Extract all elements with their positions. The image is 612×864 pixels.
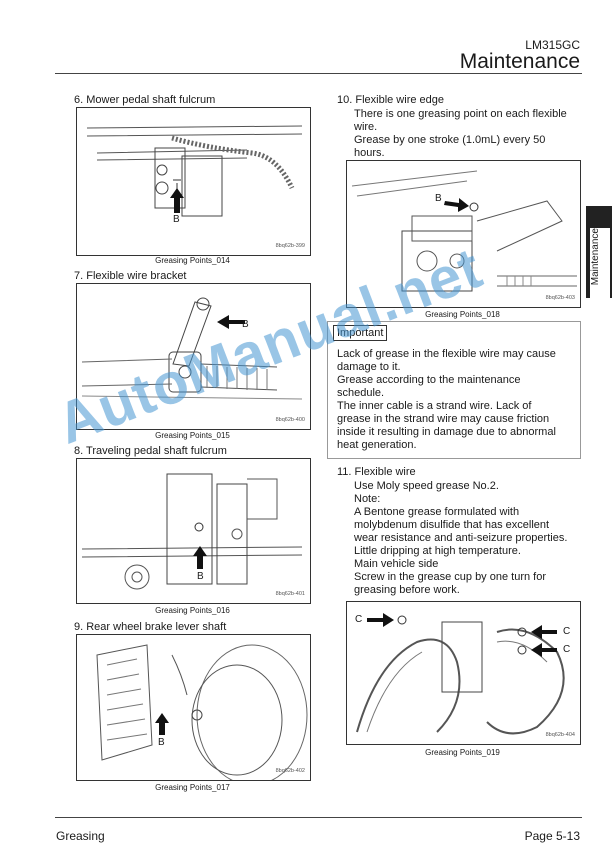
item-11-code: 8bq62b-404 [545, 732, 575, 738]
flexible-wire-edge-illustration [351, 170, 577, 292]
item-8-figure: B 8bq62b-401 [76, 458, 311, 604]
item-11-caption: Greasing Points_019 [425, 748, 500, 757]
important-line: Lack of grease in the flexible wire may … [337, 348, 556, 360]
item-10-line: Grease by one stroke (1.0mL) every 50 [354, 134, 546, 146]
item-11-line: Note: [354, 493, 381, 505]
item-7-marker: B [242, 319, 249, 330]
item-9-code: 8bq62b-402 [275, 768, 305, 774]
item-8-caption: Greasing Points_016 [155, 606, 230, 615]
item-6-marker: B [173, 214, 180, 225]
flexible-wire-illustration [356, 613, 565, 735]
footer-rule [55, 817, 582, 818]
item-10-line: hours. [354, 147, 385, 159]
item-10-title: 10. Flexible wire edge [337, 94, 445, 106]
item-9-caption: Greasing Points_017 [155, 783, 230, 792]
traveling-pedal-illustration [81, 473, 303, 590]
important-line: damage to it. [337, 361, 401, 373]
item-10-text: There is one greasing point on each flex… [354, 108, 567, 160]
item-7-title: 7. Flexible wire bracket [74, 270, 187, 282]
item-11-line: wear resistance and anti-seizure propert… [354, 532, 568, 544]
important-line: inside it resulting in damage due to abn… [337, 426, 556, 438]
important-line: The inner cable is a strand wire. Lack o… [337, 400, 532, 412]
item-8-code: 8bq62b-401 [275, 591, 305, 597]
side-tab-label: Maintenance [590, 228, 601, 286]
important-line: heat generation. [337, 439, 417, 451]
item-10-line: There is one greasing point on each flex… [354, 108, 567, 120]
item-8-marker: B [197, 571, 204, 582]
item-6-title: 6. Mower pedal shaft fulcrum [74, 94, 216, 106]
important-label: Important [333, 325, 388, 341]
important-line: grease in the strand wire may cause fric… [337, 413, 550, 425]
footer-section: Greasing [56, 829, 105, 843]
model-number: LM315GC [525, 38, 580, 52]
item-11-text: Use Moly speed grease No.2. Note: A Bent… [354, 480, 567, 597]
item-10-figure: B 8bq62b-403 [346, 160, 581, 308]
item-11-title: 11. Flexible wire [337, 466, 416, 478]
item-10-marker: B [435, 193, 442, 204]
item-9-title: 9. Rear wheel brake lever shaft [74, 621, 227, 633]
item-11-line: greasing before work. [354, 584, 460, 596]
item-11-line: Screw in the grease cup by one turn for [354, 571, 546, 583]
rear-brake-illustration [96, 644, 308, 780]
item-9-figure: B 8bq62b-402 [76, 634, 311, 781]
item-11-line: Use Moly speed grease No.2. [354, 480, 499, 492]
item-11-marker-3: C [563, 644, 571, 655]
item-9-marker: B [158, 737, 165, 748]
item-7-figure: B 8bq62b-400 [76, 283, 311, 430]
important-text: Lack of grease in the flexible wire may … [337, 348, 556, 452]
page-number: Page 5-13 [524, 829, 580, 843]
flexible-wire-bracket-illustration [81, 297, 303, 400]
item-10-line: wire. [354, 121, 378, 133]
side-tab-label-box: Maintenance [590, 228, 610, 300]
section-title: Maintenance [459, 50, 580, 73]
item-11-line: molybdenum disulfide that has excellent [354, 519, 550, 531]
important-line: Grease according to the maintenance [337, 374, 521, 386]
item-11-line: Little dripping at high temperature. [354, 545, 521, 557]
item-7-caption: Greasing Points_015 [155, 431, 230, 440]
item-6-figure: B 8bq62b-399 [76, 107, 311, 256]
item-10-caption: Greasing Points_018 [425, 310, 500, 319]
item-7-code: 8bq62b-400 [275, 417, 305, 423]
item-11-marker-1: C [355, 614, 363, 625]
item-6-code: 8bq62b-399 [275, 243, 305, 249]
mower-pedal-illustration [86, 125, 303, 217]
item-10-code: 8bq62b-403 [545, 295, 575, 301]
important-line: schedule. [337, 387, 385, 399]
item-11-marker-2: C [563, 626, 571, 637]
item-8-title: 8. Traveling pedal shaft fulcrum [74, 445, 227, 457]
item-11-line: Main vehicle side [354, 558, 439, 570]
item-11-figure: C C C 8bq62b-404 [346, 601, 581, 745]
important-box [327, 321, 581, 459]
item-11-line: A Bentone grease formulated with [354, 506, 520, 518]
item-6-caption: Greasing Points_014 [155, 256, 230, 265]
header-rule [55, 73, 582, 74]
